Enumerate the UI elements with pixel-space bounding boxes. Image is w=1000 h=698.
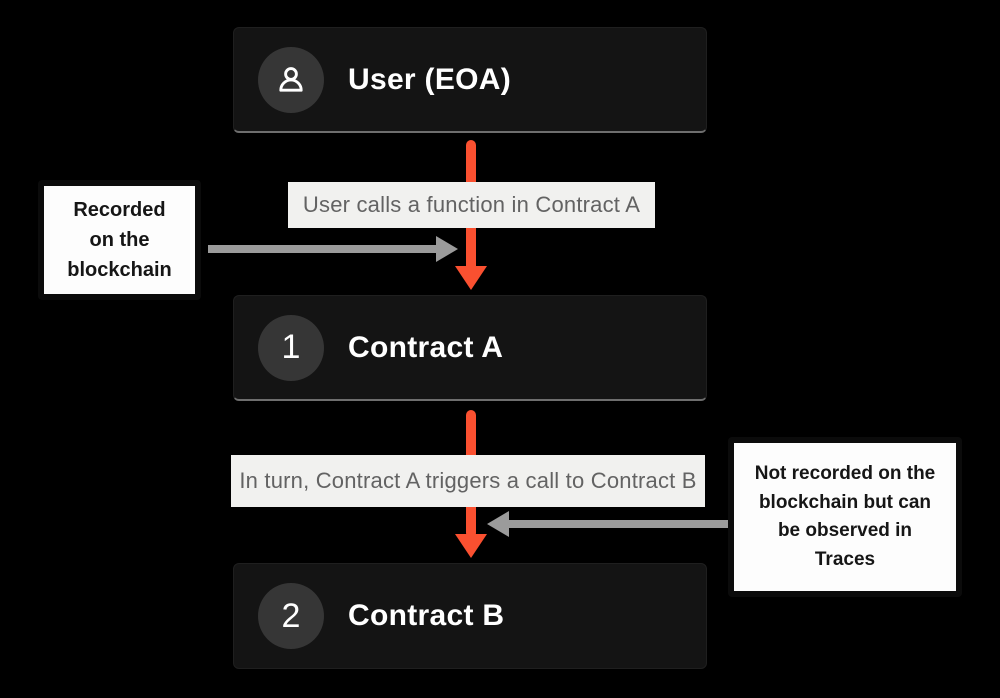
arrow-recorded-note-shaft <box>208 245 436 253</box>
arrow-left-head-icon <box>487 511 509 537</box>
arrow-right-head-icon <box>436 236 458 262</box>
step-2-badge-number: 2 <box>281 596 301 635</box>
person-icon <box>279 66 303 92</box>
arrow-contract-a-to-b-head-icon <box>455 534 487 558</box>
arrow-traces-note-shaft <box>509 520 728 528</box>
node-contract-b: 2 Contract B <box>233 563 707 669</box>
flow-label-step1: User calls a function in Contract A <box>288 182 655 228</box>
note-recorded-on-blockchain: Recorded on the blockchain <box>38 180 201 300</box>
note-observed-in-traces: Not recorded on the blockchain but can b… <box>728 437 962 597</box>
node-user-title: User (EOA) <box>348 62 512 96</box>
step-1-badge: 1 <box>258 314 324 381</box>
flow-label-step2: In turn, Contract A triggers a call to C… <box>231 455 705 507</box>
node-contract-b-title: Contract B <box>348 599 505 632</box>
step-1-badge-number: 1 <box>281 328 301 366</box>
node-contract-a: 1 Contract A <box>233 295 707 401</box>
step-2-badge: 2 <box>258 583 324 649</box>
node-user-eoa: User (EOA) <box>233 27 707 133</box>
user-avatar <box>258 46 324 113</box>
arrow-user-to-contract-a-head-icon <box>455 266 487 290</box>
node-contract-a-title: Contract A <box>348 330 504 364</box>
